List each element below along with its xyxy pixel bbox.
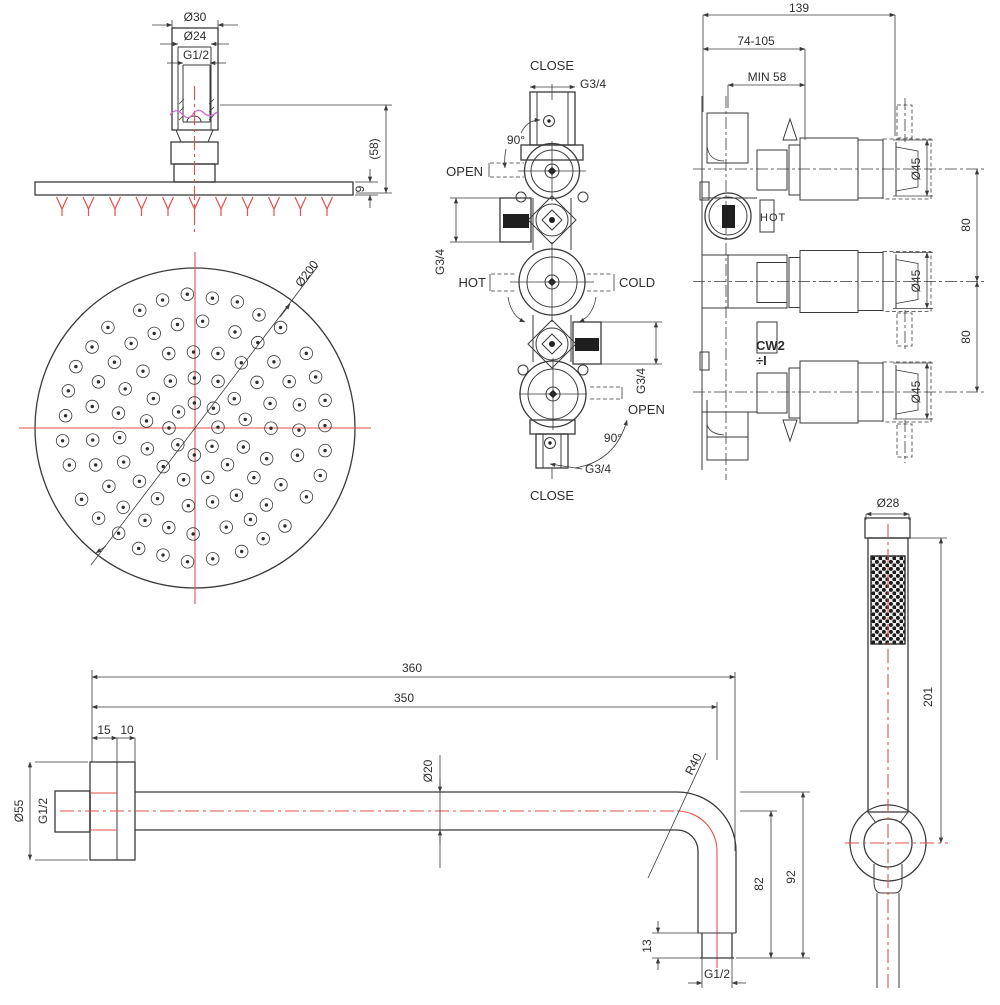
- dim-139: 139: [789, 1, 809, 15]
- dim-13: 13: [640, 939, 654, 953]
- spray-arrows: [55, 196, 334, 216]
- inlet-elbow-bottom: [706, 436, 749, 461]
- dim-92: 92: [784, 870, 798, 884]
- dim-d45-2: Ø45: [909, 269, 923, 292]
- dim-80-2: 80: [959, 330, 973, 344]
- valve-body-side-view: 139 74-105 MIN 58 HOT: [693, 1, 985, 480]
- label-hot: HOT: [459, 275, 487, 290]
- dim-350: 350: [394, 691, 414, 705]
- dim-plate-thk: 9: [353, 185, 367, 192]
- hot-inlet: [704, 192, 752, 240]
- dim-d200: Ø200: [292, 257, 321, 289]
- dim-d30: Ø30: [184, 10, 207, 24]
- dim-r40: R40: [682, 751, 705, 777]
- label-close-bottom: CLOSE: [530, 488, 574, 503]
- dim-d24: Ø24: [184, 29, 207, 43]
- label-cw2: CW2: [756, 338, 785, 353]
- dim-min58: MIN 58: [748, 70, 787, 84]
- label-g34-top: G3/4: [580, 77, 606, 91]
- dim-d45-1: Ø45: [909, 157, 923, 180]
- cartridge-1: [693, 138, 985, 200]
- seal-squiggle: [169, 109, 218, 119]
- shower-head-face-view: Ø200: [19, 252, 371, 604]
- dim-d45-3: Ø45: [909, 380, 923, 403]
- label-cw2b: ÷I: [756, 353, 767, 368]
- inlet-elbow-top: [706, 112, 749, 164]
- dim-height58: (58): [367, 138, 381, 159]
- dim-g12-wall: G1/2: [36, 798, 50, 824]
- shower-arm-view: 360 350 15 10 Ø55 G1/2 Ø20: [12, 661, 810, 988]
- label-g34-right: G3/4: [634, 368, 648, 394]
- label-g34-bottom: G3/4: [585, 462, 611, 476]
- dim-d55: Ø55: [12, 799, 26, 822]
- label-90-bottom: 90°: [604, 431, 622, 445]
- dim-thread: G1/2: [183, 48, 209, 62]
- dim-d20: Ø20: [421, 759, 435, 782]
- dim-15: 15: [97, 723, 111, 737]
- cartridge-2: [693, 251, 985, 313]
- label-close-top: CLOSE: [530, 58, 574, 73]
- label-hot-body: HOT: [760, 212, 786, 224]
- dim-74-105: 74-105: [737, 34, 775, 48]
- label-g34-left: G3/4: [433, 249, 447, 275]
- shower-head-side-view: Ø30 Ø24 G1/2: [34, 10, 392, 232]
- cartridge-3: [693, 361, 985, 423]
- dim-360: 360: [402, 661, 422, 675]
- nozzle-holes: [55, 287, 332, 569]
- label-open-top: OPEN: [446, 164, 483, 179]
- valve-schematic-view: CLOSE G3/4 90° OPEN: [433, 58, 665, 503]
- label-cold: COLD: [619, 275, 655, 290]
- dim-d28: Ø28: [877, 496, 900, 510]
- hand-shower-view: Ø28 201: [845, 496, 948, 990]
- dim-g12-out: G1/2: [704, 967, 730, 981]
- dim-82: 82: [752, 877, 766, 891]
- dim-80-1: 80: [959, 218, 973, 232]
- label-90-top: 90°: [507, 133, 525, 147]
- label-open-bottom: OPEN: [628, 402, 665, 417]
- top-port-screw: [543, 115, 555, 127]
- dim-201: 201: [921, 687, 935, 707]
- dim-10: 10: [120, 723, 134, 737]
